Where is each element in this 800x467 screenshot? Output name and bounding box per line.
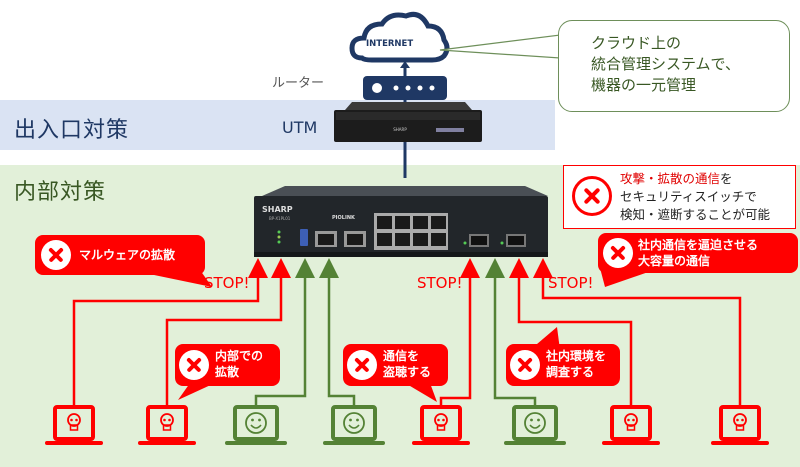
bubble-tail (405, 383, 437, 402)
detection-note: 攻撃・拡散の通信を セキュリティスイッチで 検知・遮断することが可能 (563, 165, 796, 229)
threat-bubble-spread: 内部での 拡散 (175, 344, 280, 386)
svg-text:PIOLINK: PIOLINK (332, 215, 356, 221)
link-client-7 (509, 258, 633, 405)
utm-device-icon: SHARP (334, 102, 482, 142)
threat-line: 拡散 (215, 365, 240, 379)
svg-text:BP-X1PL01: BP-X1PL01 (269, 216, 291, 221)
threat-bubble-bulk: 社内通信を逼迫させる 大容量の通信 (598, 233, 798, 273)
block-icon (347, 350, 377, 380)
stop-label: STOP! (548, 274, 594, 292)
svg-text:SHARP: SHARP (262, 205, 293, 214)
threat-text: 社内環境を 調査する (546, 348, 606, 380)
infected-laptop-icon (138, 405, 196, 445)
block-icon (603, 238, 633, 268)
stop-label: STOP! (204, 274, 250, 292)
router-icon (363, 76, 447, 100)
callout-pointer (439, 34, 561, 59)
utm-label: UTM (282, 118, 318, 137)
internet-label: INTERNET (366, 39, 414, 49)
link-client-1 (72, 258, 268, 405)
threat-line: 内部での (215, 349, 264, 363)
infected-laptop-icon (45, 405, 103, 445)
note-highlight: 攻撃・拡散の通信 (620, 171, 721, 186)
normal-laptop-icon (225, 405, 287, 445)
callout-line: 統合管理システムで、 (591, 55, 740, 73)
internal-zone-label: 内部対策 (14, 180, 107, 205)
threat-text: マルウェアの拡散 (79, 248, 176, 262)
svg-text:SHARP: SHARP (393, 127, 407, 132)
threat-line: 調査する (546, 365, 595, 379)
infected-laptop-icon (711, 405, 769, 445)
router-label: ルーター (272, 76, 325, 91)
callout-line: クラウド上の (591, 34, 682, 52)
threat-line: 大容量の通信 (638, 254, 711, 268)
bubble-tail (178, 383, 215, 400)
callout-line: 機器の一元管理 (591, 76, 697, 94)
link-client-5 (439, 258, 480, 405)
block-icon (179, 350, 209, 380)
note-text: 検知・遮断することが可能 (620, 207, 771, 222)
normal-laptop-icon (323, 405, 385, 445)
infected-laptop-icon (412, 405, 470, 445)
threat-bubble-malware: マルウェアの拡散 (35, 235, 205, 275)
threat-line: 社内環境を (546, 349, 607, 363)
note-text: セキュリティスイッチで (620, 189, 757, 204)
note-text: を (720, 171, 733, 186)
block-icon (572, 176, 612, 216)
link-client-6 (485, 258, 537, 405)
link-client-2 (165, 258, 291, 405)
block-icon (510, 350, 540, 380)
link-client-4 (319, 258, 356, 405)
security-switch-icon: SHARP BP-X1PL01 PIOLINK (254, 186, 548, 257)
stop-label: STOP! (417, 274, 463, 292)
block-icon (41, 240, 71, 270)
threat-text: 社内通信を逼迫させる 大容量の通信 (638, 237, 758, 269)
link-client-3 (254, 258, 315, 405)
cloud-management-callout: クラウド上の 統合管理システムで、 機器の一元管理 (558, 20, 790, 112)
normal-laptop-icon (504, 405, 566, 445)
link-client-8 (533, 258, 742, 405)
internet-cloud-icon (349, 11, 450, 63)
threat-line: 通信を (383, 349, 420, 363)
perimeter-zone-label: 出入口対策 (14, 118, 130, 143)
infected-laptop-icon (602, 405, 660, 445)
threat-bubble-recon: 社内環境を 調査する (506, 344, 620, 386)
threat-text: 通信を 盗聴する (383, 348, 431, 380)
threat-line: 盗聴する (383, 365, 432, 379)
threat-text: 内部での 拡散 (215, 348, 263, 380)
uplink-arrow-icon (400, 61, 410, 68)
threat-line: 社内通信を逼迫させる (638, 238, 759, 252)
threat-bubble-sniff: 通信を 盗聴する (343, 344, 448, 386)
